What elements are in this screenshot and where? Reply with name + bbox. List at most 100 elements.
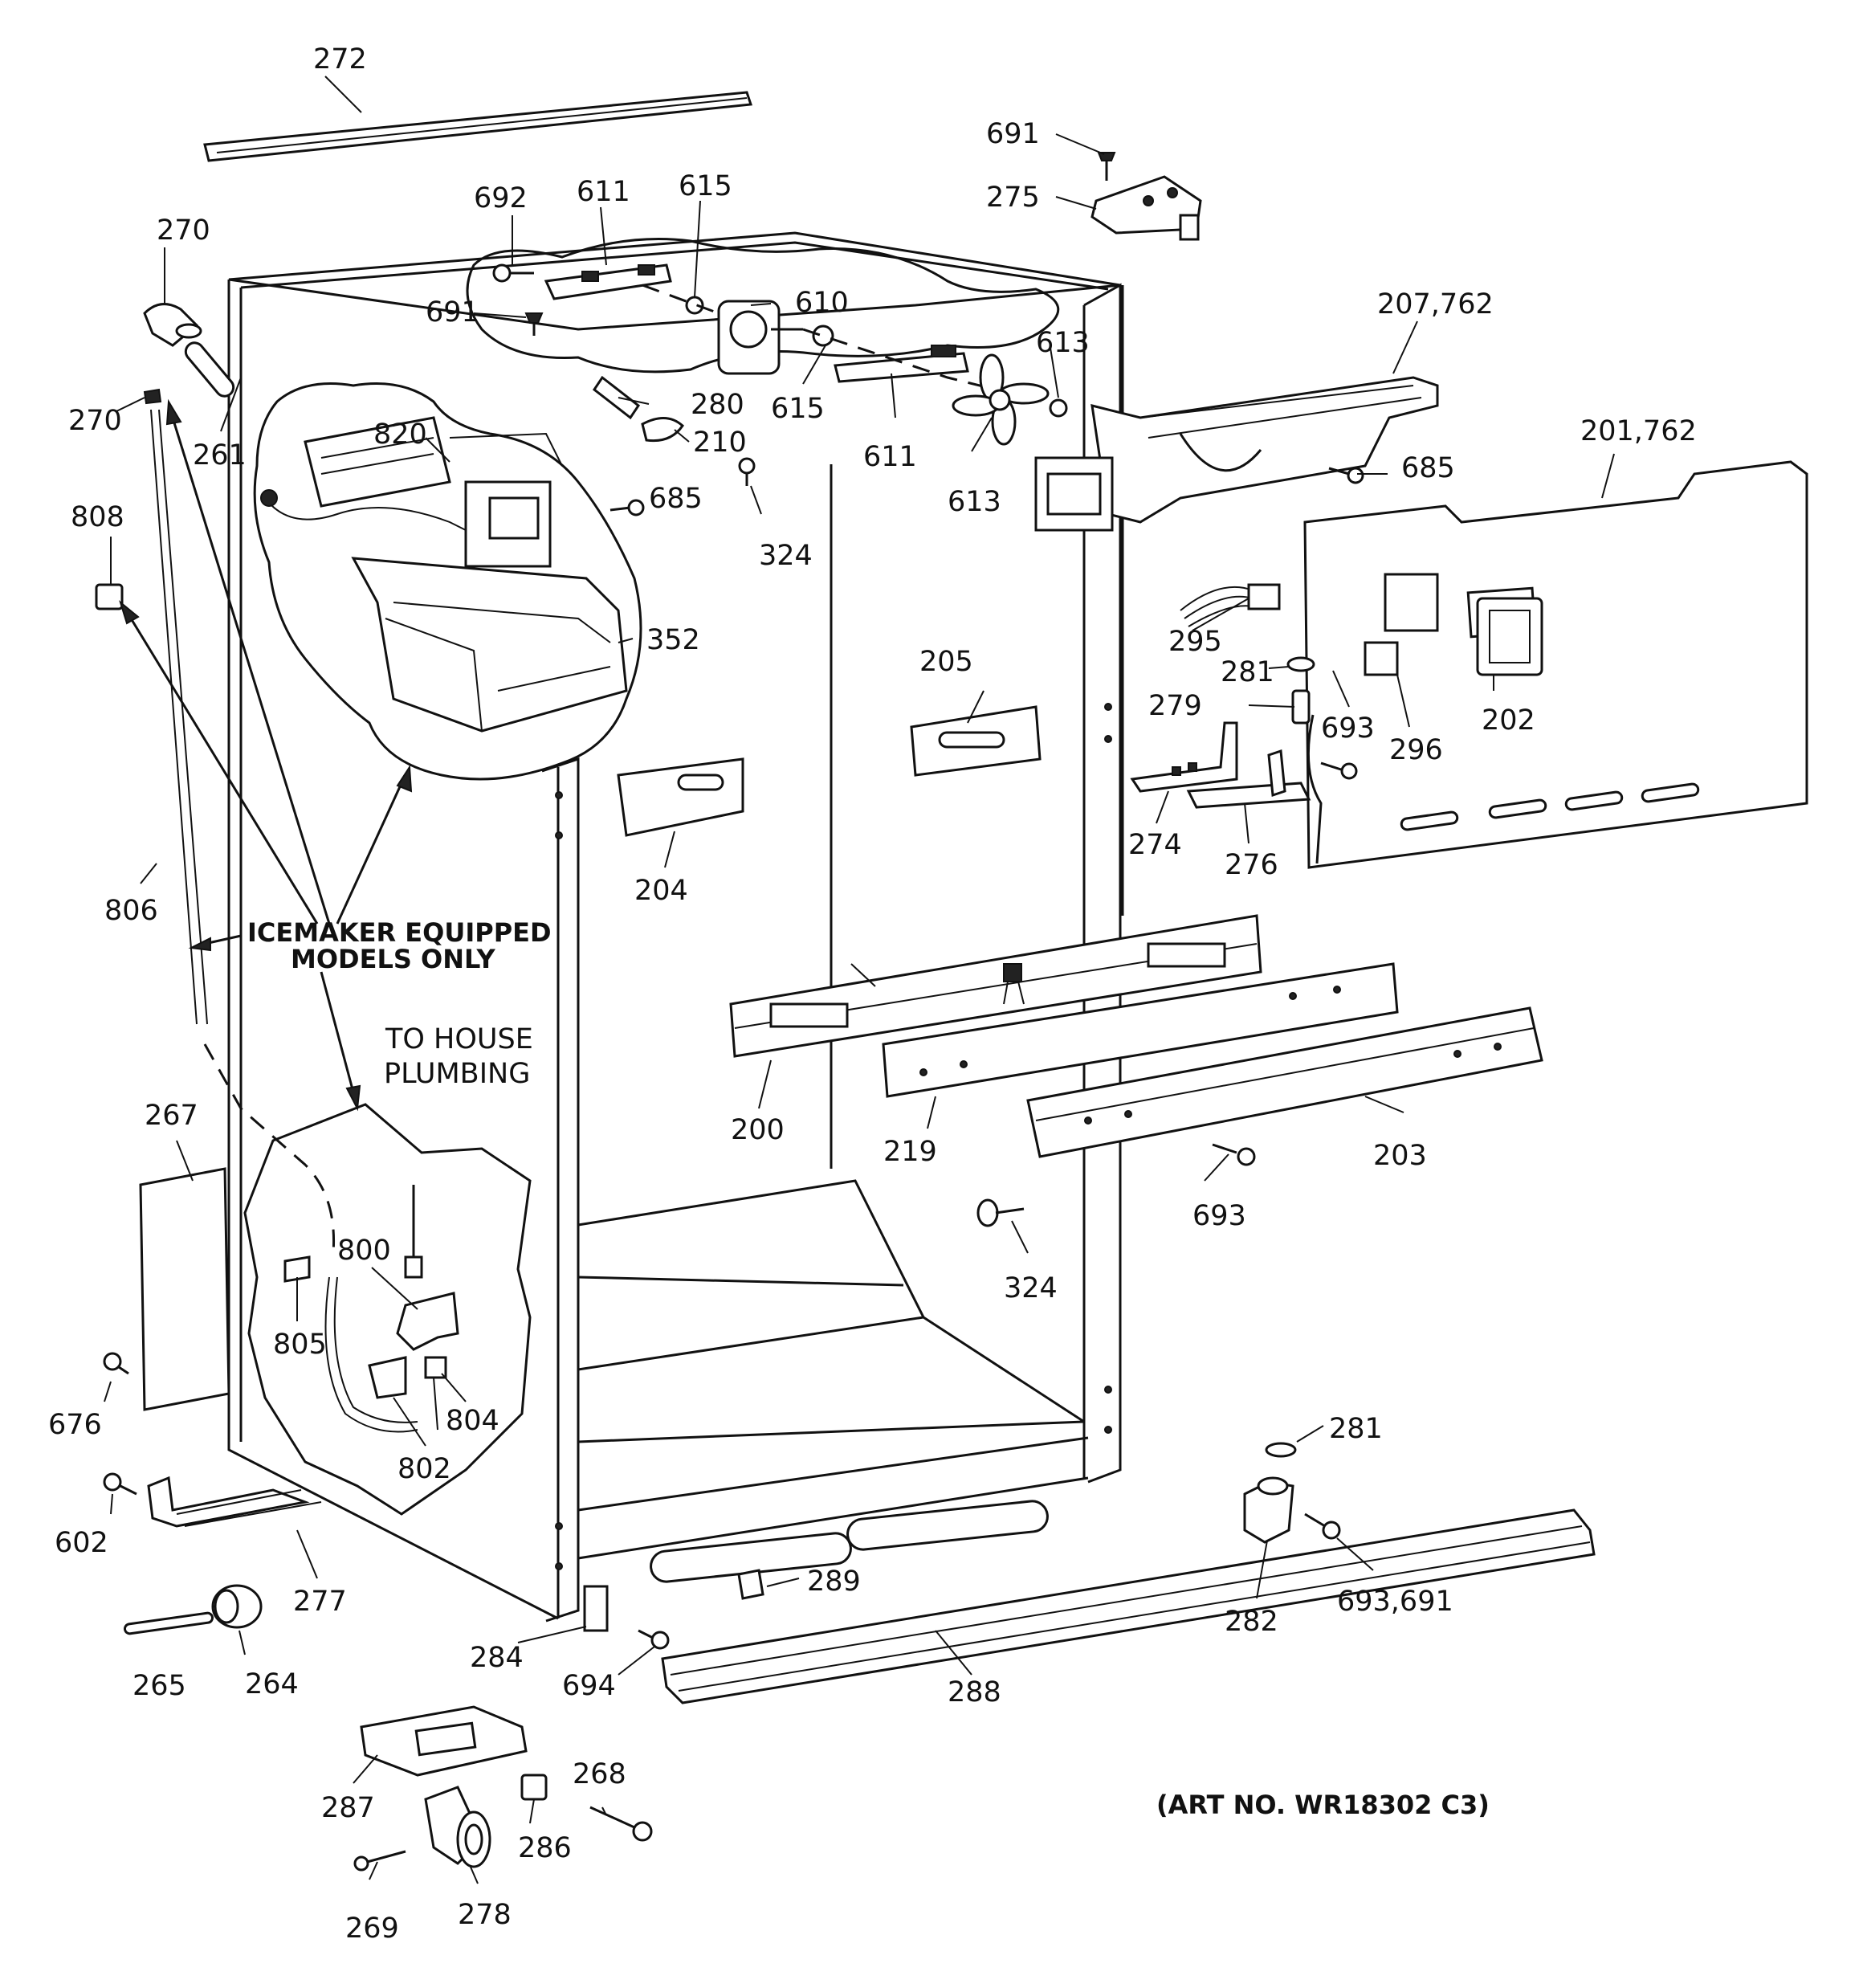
part-labels: 272 691 275 692 611 615 270 691 610 207,… <box>48 43 1697 1945</box>
label-615-top: 615 <box>679 170 732 202</box>
label-287: 287 <box>321 1792 375 1824</box>
cutaway-outline-top <box>466 238 1060 374</box>
label-210: 210 <box>693 427 747 459</box>
washer-281-top <box>1286 656 1315 672</box>
icemaker-assembly <box>260 416 563 568</box>
label-284: 284 <box>470 1642 524 1674</box>
label-265: 265 <box>132 1670 186 1702</box>
label-269: 269 <box>345 1912 399 1945</box>
water-line-dashed <box>203 1043 336 1254</box>
label-281-bottom: 281 <box>1329 1413 1383 1445</box>
label-805: 805 <box>273 1329 327 1361</box>
house-plumbing-line1: TO HOUSE <box>385 1023 533 1055</box>
tube-261 <box>184 341 235 398</box>
label-613-lower: 613 <box>948 486 1001 518</box>
fan-bracket-611-right <box>834 345 969 383</box>
label-692: 692 <box>474 182 528 214</box>
evaporator-cover-207-762 <box>1034 376 1439 532</box>
trim-219 <box>882 962 1399 1098</box>
label-691-mid: 691 <box>426 296 479 329</box>
label-693-691: 693,691 <box>1337 1586 1453 1618</box>
label-610: 610 <box>795 287 849 319</box>
label-800: 800 <box>337 1235 391 1267</box>
label-275: 275 <box>986 182 1040 214</box>
label-280: 280 <box>691 389 744 421</box>
label-279: 279 <box>1148 690 1202 722</box>
fitting-270-top <box>143 303 202 347</box>
label-685-right: 685 <box>1401 452 1455 484</box>
screw-324-lower <box>976 1198 1025 1227</box>
fan-motor-610 <box>717 300 803 375</box>
roller-bracket-287 <box>360 1705 528 1777</box>
cabinet-body <box>227 231 1124 1623</box>
label-802: 802 <box>397 1453 451 1485</box>
hinge-bracket-276 <box>1186 749 1311 809</box>
label-693-mid: 693 <box>1321 712 1375 745</box>
clip-289 <box>737 1569 764 1600</box>
screw-694 <box>638 1629 670 1650</box>
label-324-lower: 324 <box>1004 1272 1058 1304</box>
hinge-bracket-274 <box>1130 721 1238 793</box>
water-line-806-inner <box>158 409 208 1025</box>
label-602: 602 <box>55 1527 108 1559</box>
label-611-lower: 611 <box>863 441 917 473</box>
water-line-806 <box>150 409 198 1025</box>
icemaker-arrows <box>119 398 413 1112</box>
bracket-204 <box>617 757 744 837</box>
bracket-205 <box>910 705 1042 777</box>
cutaway-outline-icemaker <box>253 382 642 781</box>
bracket-284 <box>583 1585 609 1632</box>
label-615-lower: 615 <box>771 393 825 425</box>
label-806: 806 <box>104 895 158 927</box>
bracket-277 <box>147 1476 322 1528</box>
screw-692 <box>492 263 534 283</box>
screw-685-left <box>609 499 645 516</box>
label-205: 205 <box>919 646 973 678</box>
label-281-top: 281 <box>1221 656 1274 688</box>
top-hinge <box>1090 175 1202 241</box>
screw-691-top <box>1097 152 1116 181</box>
roller-264 <box>211 1584 263 1629</box>
roller-bracket-282 <box>1243 1476 1294 1544</box>
nut-804 <box>424 1356 447 1431</box>
label-219: 219 <box>883 1136 937 1168</box>
screw-693-lower <box>1212 1143 1256 1166</box>
label-691-top: 691 <box>986 118 1040 150</box>
tube-280 <box>592 375 641 420</box>
label-352: 352 <box>646 624 700 656</box>
label-270-top: 270 <box>157 214 210 247</box>
label-203: 203 <box>1373 1140 1427 1172</box>
label-808: 808 <box>71 501 124 533</box>
label-685-left: 685 <box>649 483 703 515</box>
grommet-615-lower <box>812 325 834 347</box>
label-277: 277 <box>293 1586 347 1618</box>
roller-278 <box>424 1786 491 1868</box>
washer-281-bottom <box>1265 1442 1297 1458</box>
label-611-top: 611 <box>577 176 630 208</box>
clip-808 <box>95 583 124 610</box>
label-286: 286 <box>518 1832 572 1864</box>
label-289: 289 <box>807 1565 861 1598</box>
label-676: 676 <box>48 1409 102 1441</box>
valve-800 <box>396 1185 459 1351</box>
cutaway-outline-plumbing <box>243 1103 532 1516</box>
label-613-top: 613 <box>1036 327 1090 359</box>
label-296: 296 <box>1389 734 1443 766</box>
label-201-762: 201,762 <box>1580 415 1697 447</box>
label-276: 276 <box>1225 849 1278 881</box>
label-264: 264 <box>245 1668 299 1700</box>
screw-691-mid <box>524 312 544 336</box>
screw-693-691 <box>1304 1512 1341 1540</box>
screw-676 <box>103 1352 129 1375</box>
label-207-762: 207,762 <box>1377 288 1494 320</box>
ice-bucket <box>351 557 628 733</box>
screw-324-top <box>738 457 756 486</box>
label-267: 267 <box>145 1100 198 1132</box>
label-278: 278 <box>458 1899 512 1931</box>
wire-harness-295 <box>1180 583 1281 627</box>
annotations: ICEMAKER EQUIPPED MODELS ONLY TO HOUSE P… <box>247 917 1490 1820</box>
channel-200 <box>729 914 1262 1058</box>
screw-602 <box>103 1472 137 1496</box>
label-820: 820 <box>373 418 427 451</box>
